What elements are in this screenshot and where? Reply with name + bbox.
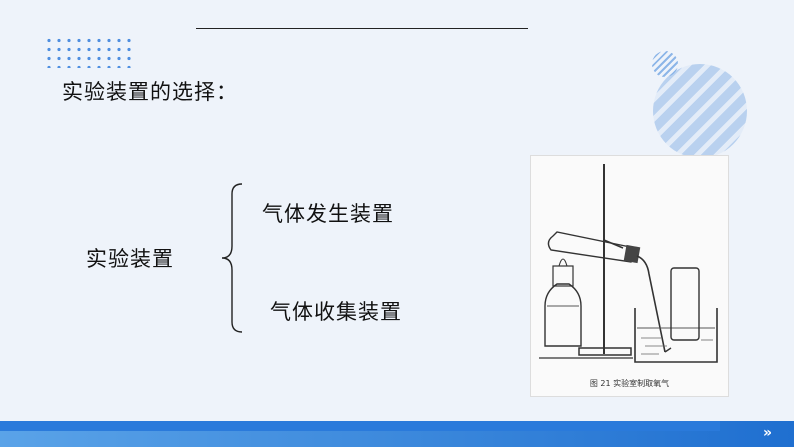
figure-caption: 图 21 实验室制取氧气	[589, 379, 670, 388]
dot-grid-decoration	[44, 36, 132, 68]
apparatus-figure: 图 21 实验室制取氧气	[530, 155, 729, 397]
category-label: 实验装置	[86, 247, 174, 271]
bottom-bar: »	[0, 421, 794, 447]
striped-circle-decoration	[653, 64, 747, 158]
curly-brace	[221, 183, 243, 333]
gas-collection-label: 气体收集装置	[270, 300, 402, 324]
small-striped-circle-decoration	[652, 51, 678, 77]
gas-generation-label: 气体发生装置	[262, 202, 394, 226]
title-rule	[196, 28, 528, 29]
slide-heading: 实验装置的选择：	[62, 80, 238, 104]
apparatus-drawing	[539, 164, 718, 363]
bottom-stripe	[0, 421, 720, 431]
next-page-icon[interactable]: »	[762, 425, 772, 441]
